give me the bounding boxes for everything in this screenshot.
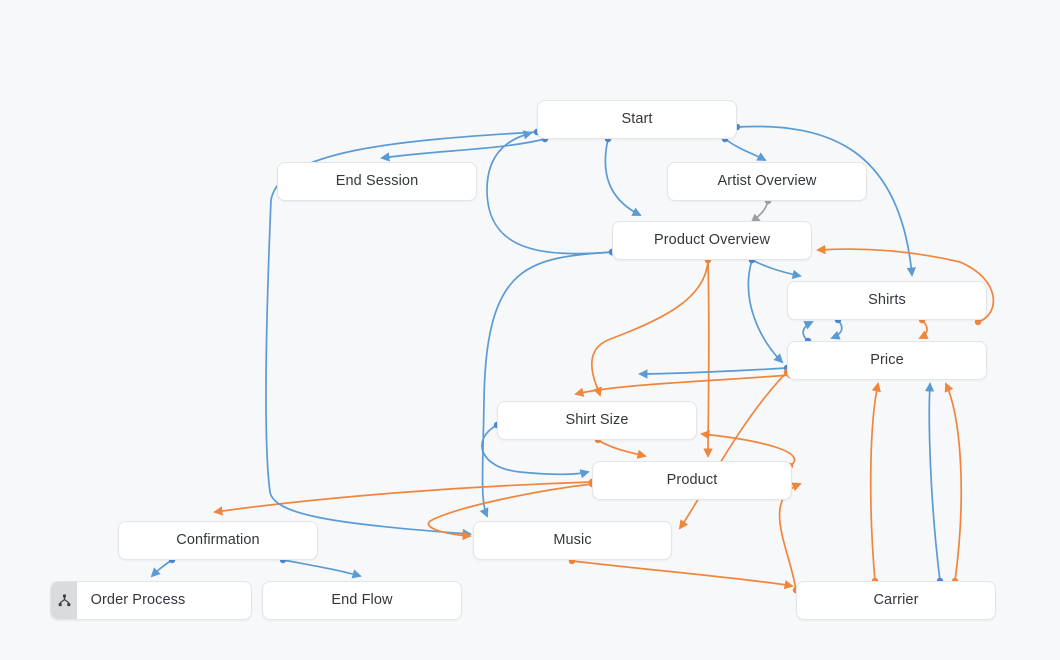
node-end-flow[interactable]: End Flow xyxy=(262,581,462,620)
edge-confirmation-to-end-flow[interactable] xyxy=(279,556,362,579)
edge-start-to-product-overview[interactable] xyxy=(604,135,642,216)
edge-start-to-artist-overview[interactable] xyxy=(721,135,767,161)
node-price[interactable]: Price xyxy=(787,341,987,380)
node-music[interactable]: Music xyxy=(473,521,672,560)
node-label-shirt-size: Shirt Size xyxy=(565,412,629,429)
node-label-product: Product xyxy=(666,472,718,489)
node-label-carrier: Carrier xyxy=(873,592,919,609)
node-label-product-overview: Product Overview xyxy=(653,232,771,249)
edge-product-overview-to-product[interactable] xyxy=(703,256,713,458)
node-label-end-session: End Session xyxy=(335,173,419,190)
node-end-session[interactable]: End Session xyxy=(277,162,477,201)
node-shirts[interactable]: Shirts xyxy=(787,281,987,320)
edge-product-overview-to-shirts[interactable] xyxy=(748,256,802,279)
node-carrier[interactable]: Carrier xyxy=(796,581,996,620)
node-label-shirts: Shirts xyxy=(868,292,906,309)
node-order-process[interactable]: Order Process xyxy=(50,581,252,620)
node-confirmation[interactable]: Confirmation xyxy=(118,521,318,560)
edge-product-overview-to-shirt-size[interactable] xyxy=(590,256,712,397)
edge-price-to-shirt-size[interactable] xyxy=(574,371,794,397)
edge-shirt-size-to-product[interactable] xyxy=(594,436,647,459)
node-shirt-size[interactable]: Shirt Size xyxy=(497,401,697,440)
node-label-music: Music xyxy=(553,532,592,549)
node-label-price: Price xyxy=(870,352,904,369)
node-label-start: Start xyxy=(621,111,653,128)
edge-shirts-to-price[interactable] xyxy=(830,316,843,340)
node-label-confirmation: Confirmation xyxy=(176,532,260,549)
node-artist-overview[interactable]: Artist Overview xyxy=(667,162,867,201)
edge-price-to-product[interactable] xyxy=(638,364,791,379)
edge-product-to-confirmation[interactable] xyxy=(213,478,596,516)
node-product-overview[interactable]: Product Overview xyxy=(612,221,812,260)
edge-music-to-carrier[interactable] xyxy=(568,557,794,590)
node-label-end-flow: End Flow xyxy=(331,592,393,609)
edge-shirts-to-price[interactable] xyxy=(918,316,929,339)
node-label-artist-overview: Artist Overview xyxy=(717,173,817,190)
edge-carrier-to-price[interactable] xyxy=(869,382,881,585)
edge-price-to-music[interactable] xyxy=(678,368,791,530)
subflow-icon xyxy=(51,582,77,619)
edge-carrier-to-price[interactable] xyxy=(924,382,944,585)
edge-start-to-end-session[interactable] xyxy=(380,135,549,162)
node-product[interactable]: Product xyxy=(592,461,792,500)
edge-carrier-to-price[interactable] xyxy=(944,382,963,585)
edge-product-overview-to-start[interactable] xyxy=(486,130,616,256)
edge-product-overview-to-price[interactable] xyxy=(747,256,784,364)
node-label-order-process: Order Process xyxy=(90,592,186,609)
edge-artist-overview-to-product-overview[interactable] xyxy=(750,197,772,224)
edge-confirmation-to-order-process[interactable] xyxy=(150,556,176,578)
edge-price-to-shirts[interactable] xyxy=(802,321,814,345)
node-start[interactable]: Start xyxy=(537,100,737,139)
